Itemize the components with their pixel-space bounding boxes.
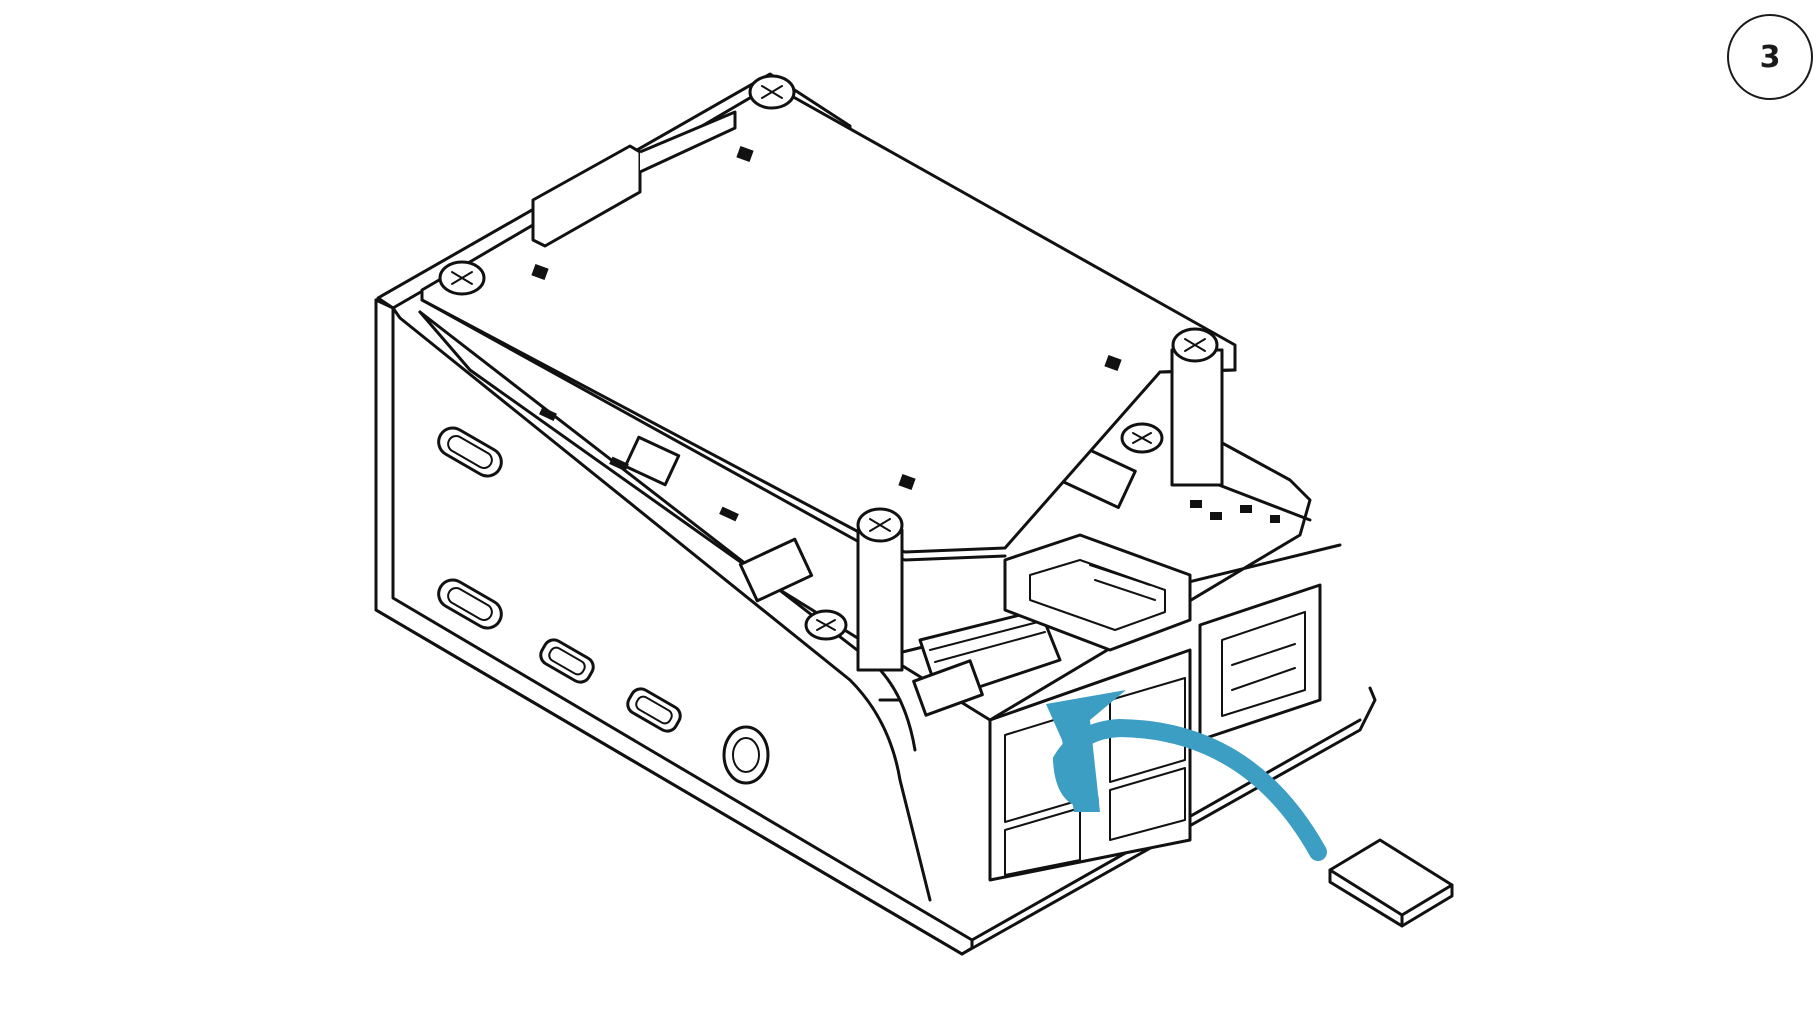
microsd-card-icon (1328, 838, 1454, 928)
insert-arrow-icon (1046, 690, 1327, 861)
standoffs (438, 74, 1224, 672)
usb-ethernet-ports (988, 533, 1322, 882)
step-number-badge: 3 (1727, 14, 1813, 100)
side-ports (437, 426, 770, 785)
step-number: 3 (1759, 39, 1781, 75)
top-module-board (420, 83, 1237, 562)
